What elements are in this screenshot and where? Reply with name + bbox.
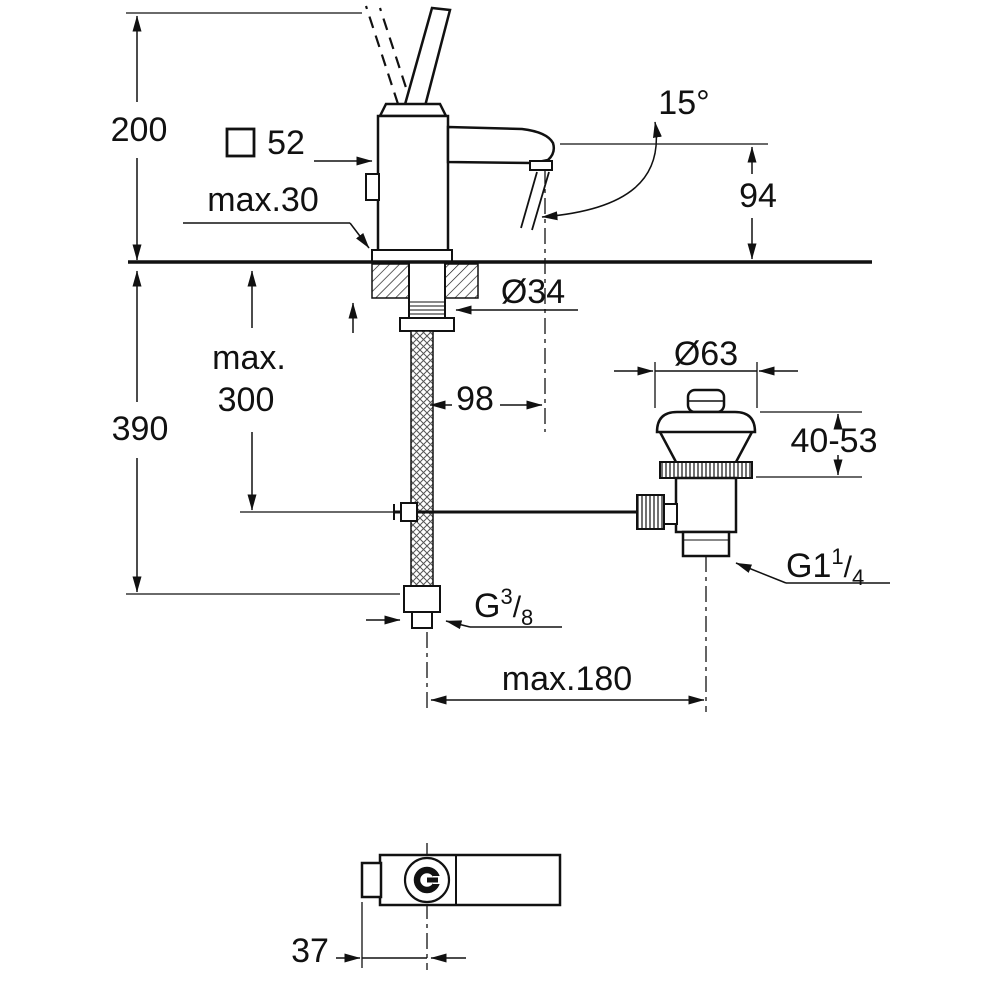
dim-label-98: 98 <box>456 380 494 418</box>
dim-label-max300-line1: max. <box>212 339 286 377</box>
dim-label-max30: max.30 <box>207 181 319 219</box>
angle-arc <box>541 121 662 221</box>
hose-nipple <box>411 611 433 629</box>
pop-up-rod <box>240 502 640 522</box>
dim-label-15deg: 15° <box>658 84 709 122</box>
square-symbol <box>225 127 256 158</box>
mounting-bracket <box>399 317 455 332</box>
lever-handle-dashed <box>364 5 414 107</box>
dim-label-max180: max.180 <box>502 660 632 698</box>
dim-label-40-53: 40-53 <box>791 422 878 460</box>
faucet-top-view <box>360 853 562 907</box>
faucet-side-view <box>364 5 556 264</box>
drain-body <box>674 476 738 534</box>
dim-label-max300-line2: 300 <box>218 381 275 419</box>
supply-hose <box>403 330 441 629</box>
aerator <box>529 160 553 171</box>
dim-label-g-three-eighths: G3/8 <box>474 584 533 630</box>
drain-flange <box>655 410 757 434</box>
extension-lines <box>126 12 862 968</box>
dimension-arrows <box>132 15 843 963</box>
dim-label-g1-quarter: G11/4 <box>786 544 864 590</box>
drain-tailpiece <box>681 530 731 558</box>
hose-fitting <box>403 585 441 613</box>
dim-label-37: 37 <box>291 932 329 970</box>
dim-label-d34: Ø34 <box>501 273 565 311</box>
side-button <box>365 173 380 201</box>
leader-underlines <box>183 222 890 628</box>
actuator-neck <box>663 503 678 525</box>
dim-label-390: 390 <box>112 410 169 448</box>
mounting-hatch <box>371 262 479 332</box>
handle-cap <box>377 102 449 118</box>
lever-handle <box>402 6 452 112</box>
spout <box>446 125 556 165</box>
grohe-logo <box>403 856 451 904</box>
dim-label-d63: Ø63 <box>674 335 738 373</box>
dim-label-94: 94 <box>739 177 777 215</box>
faucet-body <box>376 114 450 264</box>
drain-assembly <box>636 388 757 558</box>
dim-label-200: 200 <box>111 111 168 149</box>
dim-label-52: 52 <box>267 124 305 162</box>
base-escutcheon <box>371 249 453 263</box>
